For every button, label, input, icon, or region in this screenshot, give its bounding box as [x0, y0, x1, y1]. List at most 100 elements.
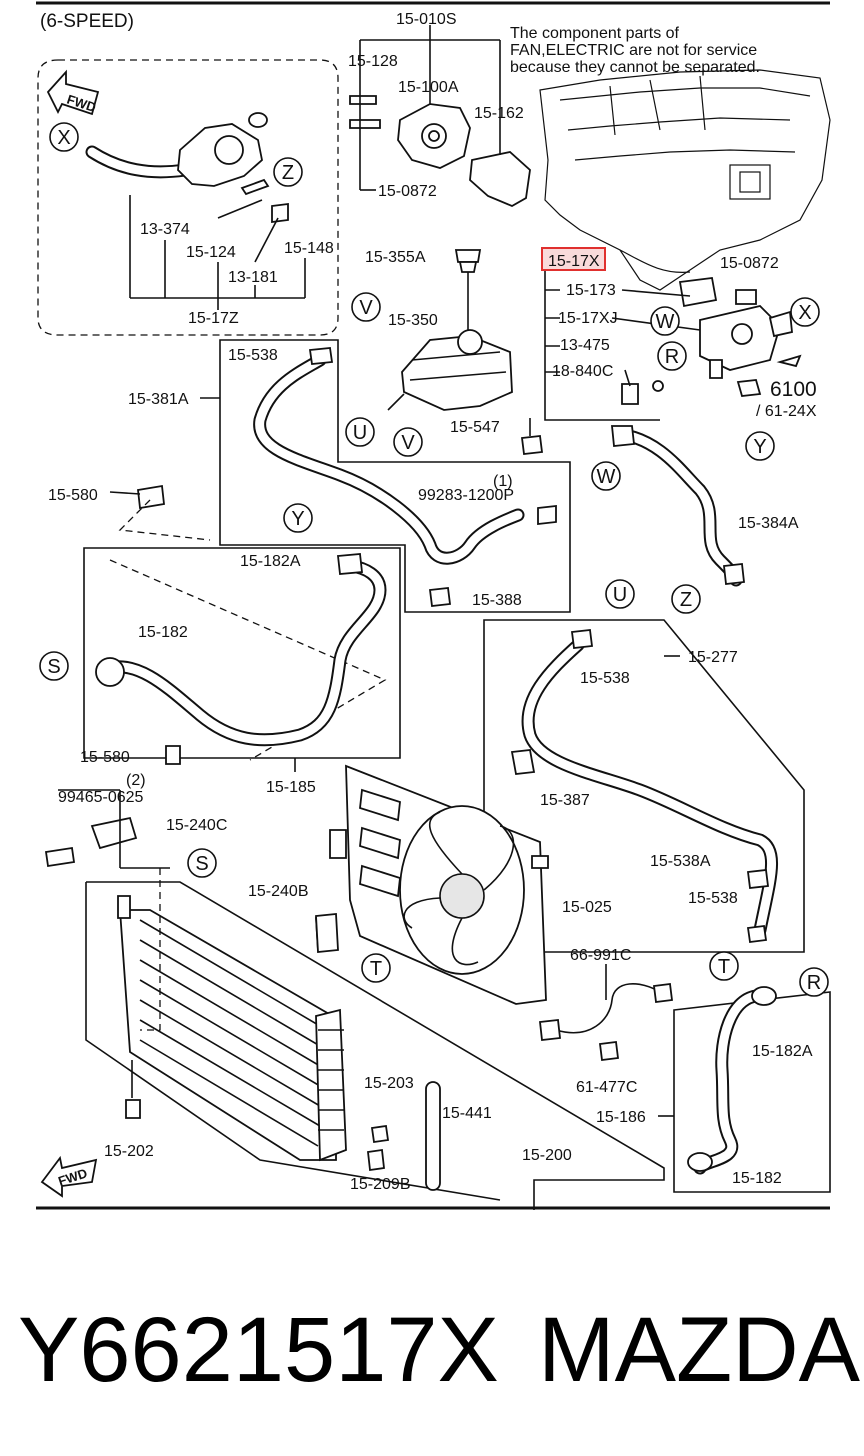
label-15-441: 15-441	[442, 1105, 492, 1122]
hose-box-upper	[200, 339, 571, 613]
label-15-182-a: 15-182	[138, 624, 188, 641]
label-15-173: 15-173	[566, 282, 616, 299]
service-note: The component parts of FAN,ELECTRIC are …	[510, 25, 760, 76]
callout-z-top: Z	[273, 157, 303, 187]
callout-w-mid: W	[591, 461, 621, 491]
svg-text:U: U	[353, 422, 367, 444]
callout-y-right: Y	[745, 431, 775, 461]
label-15-538-c: 15-538	[688, 890, 738, 907]
callout-s-left: S	[39, 651, 69, 681]
part-labels: 15-010S 15-128 15-100A 15-162 15-0872 13…	[48, 11, 817, 1193]
part-number: Y6621517X	[18, 1299, 499, 1401]
label-99283-1200p: 99283-1200P	[418, 487, 514, 504]
svg-text:U: U	[613, 584, 627, 606]
hose-box-left	[83, 547, 401, 772]
water-pump	[349, 25, 531, 208]
label-15-355a: 15-355A	[365, 249, 426, 266]
svg-text:S: S	[47, 656, 60, 678]
label-15-580-b: 15-580	[80, 749, 130, 766]
label-66-991c: 66-991C	[570, 947, 631, 964]
svg-text:X: X	[57, 127, 70, 149]
engine-block-sketch	[539, 69, 831, 291]
brand-name: MAZDA	[538, 1299, 860, 1401]
callout-z-mid: Z	[671, 584, 701, 614]
label-15-128: 15-128	[348, 53, 398, 70]
label-15-277: 15-277	[688, 649, 738, 666]
label-13-181: 13-181	[228, 269, 278, 286]
callout-u-right: U	[605, 579, 635, 609]
hose-15-384a	[611, 425, 745, 587]
label-15-148: 15-148	[284, 240, 334, 257]
label-15-010s: 15-010S	[396, 11, 457, 28]
svg-text:T: T	[718, 956, 730, 978]
misc-small-parts: FWD	[40, 484, 441, 1198]
label-15-182a-a: 15-182A	[240, 553, 301, 570]
label-15-182-b: 15-182	[732, 1170, 782, 1187]
label-15-240b: 15-240B	[248, 883, 309, 900]
label-15-240c: 15-240C	[166, 817, 227, 834]
label-15-202: 15-202	[104, 1143, 154, 1160]
label-15-547: 15-547	[450, 419, 500, 436]
label-2: (2)	[126, 772, 146, 789]
sensor-harness	[539, 964, 674, 1062]
label-99465-0625: 99465-0625	[58, 789, 144, 806]
label-13-475: 13-475	[560, 337, 610, 354]
label-61-24x: / 61-24X	[756, 403, 817, 420]
svg-text:R: R	[665, 346, 679, 368]
callout-t-right: T	[709, 951, 739, 981]
callout-v-top: V	[351, 292, 381, 322]
label-15-162: 15-162	[474, 105, 524, 122]
callout-r-right: R	[657, 341, 687, 371]
callout-v-mid: V	[393, 427, 423, 457]
label-15-182a-b: 15-182A	[752, 1043, 813, 1060]
label-15-17x: 15-17X	[548, 253, 600, 270]
label-15-186: 15-186	[596, 1109, 646, 1126]
svg-text:V: V	[359, 297, 373, 319]
svg-text:Y: Y	[291, 508, 304, 530]
parts-diagram: (6-SPEED) The component parts of FAN,ELE…	[36, 1, 831, 1210]
callout-s-mid: S	[187, 848, 217, 878]
label-15-185: 15-185	[266, 779, 316, 796]
svg-text:W: W	[597, 466, 616, 488]
svg-text:R: R	[807, 972, 821, 994]
service-note-line-3: because they cannot be separated.	[510, 59, 760, 76]
hose-box-lower-right	[658, 986, 831, 1193]
service-note-line-2: FAN,ELECTRIC are not for service	[510, 42, 757, 59]
callout-r-bottom: R	[799, 967, 829, 997]
label-15-384a: 15-384A	[738, 515, 799, 532]
svg-text:W: W	[656, 311, 675, 333]
label-61-477c: 61-477C	[576, 1079, 637, 1096]
callout-x-right: X	[790, 297, 820, 327]
label-15-209b: 15-209B	[350, 1176, 411, 1193]
label-15-388: 15-388	[472, 592, 522, 609]
label-15-100a: 15-100A	[398, 79, 459, 96]
label-15-0872-b: 15-0872	[720, 255, 779, 272]
callout-t-mid: T	[361, 953, 391, 983]
svg-text:Z: Z	[282, 162, 294, 184]
svg-text:X: X	[798, 302, 811, 324]
callout-y-left: Y	[283, 503, 313, 533]
label-15-538-a: 15-538	[228, 347, 278, 364]
label-13-374: 13-374	[140, 221, 190, 238]
label-15-203: 15-203	[364, 1075, 414, 1092]
label-15-17z: 15-17Z	[188, 310, 239, 327]
top-left-group: FWD	[37, 59, 339, 336]
hose-box-right	[483, 619, 805, 953]
label-1: (1)	[493, 473, 513, 490]
svg-text:Y: Y	[753, 436, 766, 458]
label-6100: 6100	[770, 378, 817, 401]
label-18-840c: 18-840C	[552, 363, 613, 380]
label-15-538a: 15-538A	[650, 853, 711, 870]
coolant-reservoir	[387, 249, 513, 411]
label-15-381a: 15-381A	[128, 391, 189, 408]
fan-shroud	[329, 764, 549, 1005]
svg-text:T: T	[370, 958, 382, 980]
variant-label: (6-SPEED)	[40, 11, 134, 32]
label-15-0872-a: 15-0872	[378, 183, 437, 200]
label-15-124: 15-124	[186, 244, 236, 261]
svg-text:V: V	[401, 432, 415, 454]
label-15-387: 15-387	[540, 792, 590, 809]
svg-text:S: S	[195, 853, 208, 875]
callout-circles: X Z V W X R U V Y W Y Z S U S T T R	[39, 122, 829, 997]
highlight-box	[541, 247, 606, 271]
